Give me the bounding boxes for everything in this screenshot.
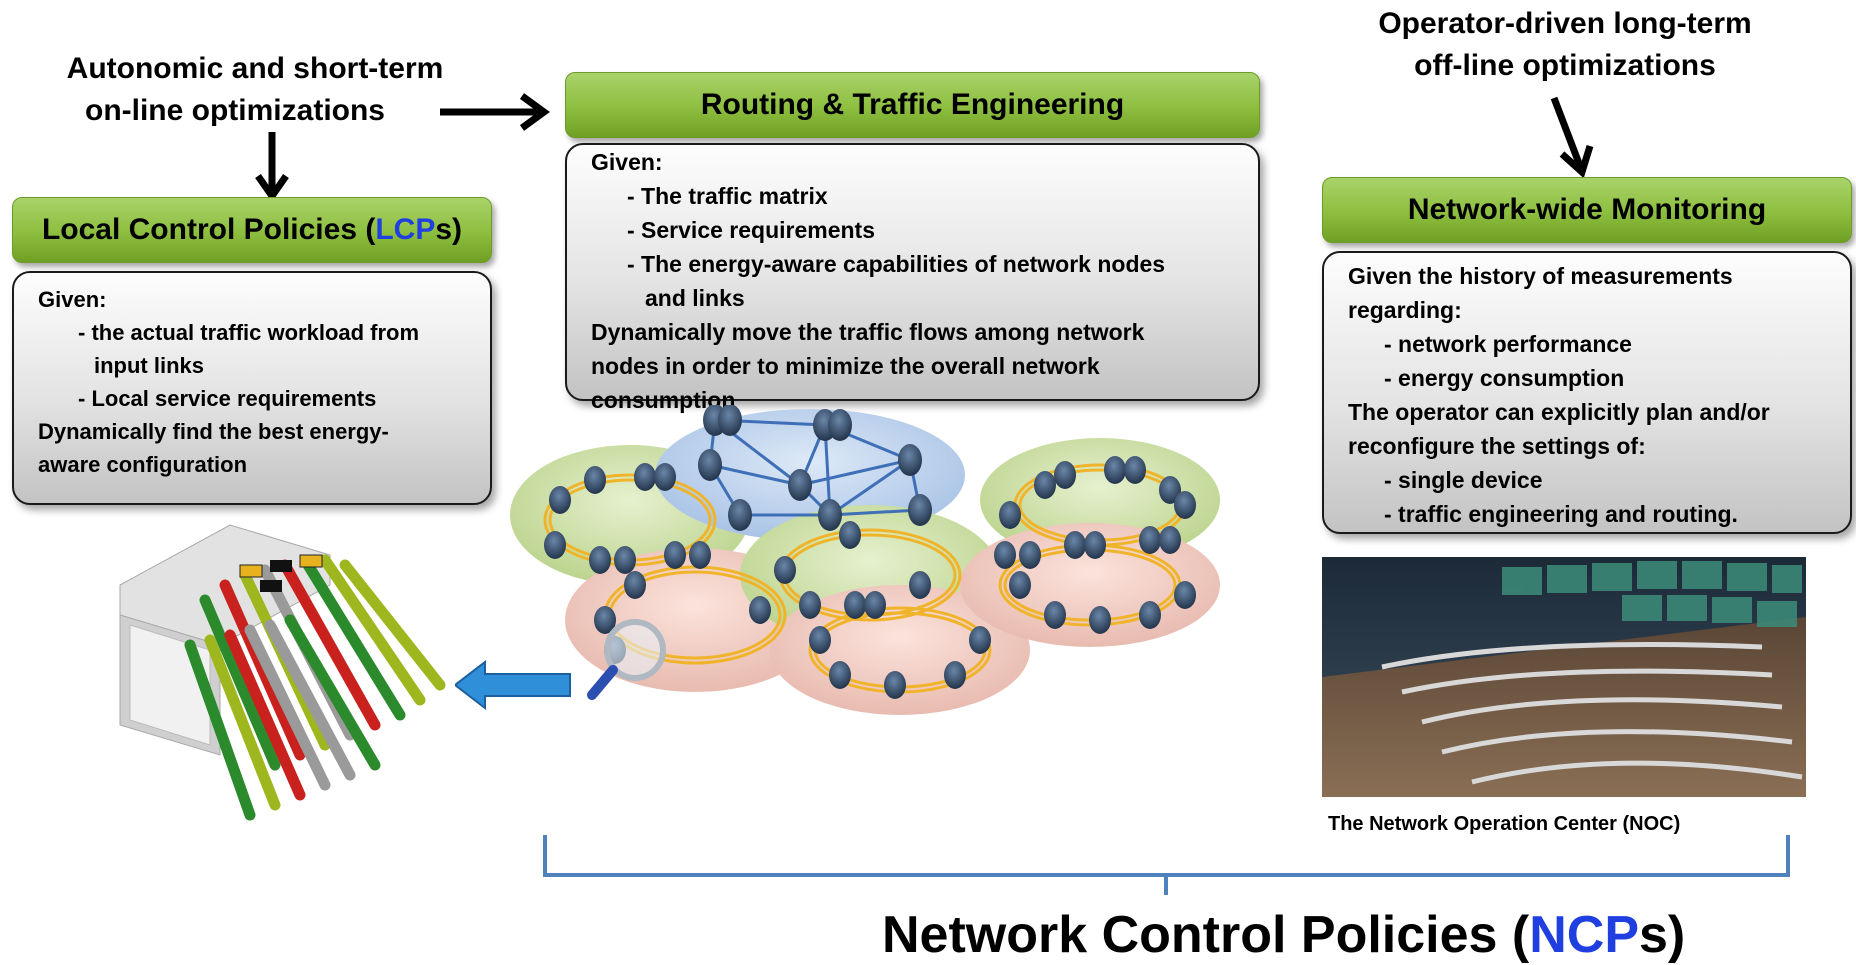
ncp-title-abbr: NCP (1529, 906, 1640, 964)
routing-given: Given: (591, 149, 663, 175)
autonomic-caption-line1: Autonomic and short-term (66, 52, 444, 85)
ncp-bracket (543, 835, 1790, 895)
routing-outcome: Dynamically move the traffic flows among… (591, 319, 1145, 345)
routing-outcome: nodes in order to minimize the overall n… (591, 353, 1100, 379)
autonomic-caption-line2: on-line optimizations (85, 94, 385, 127)
lcp-panel: Given: - the actual traffic workload fro… (12, 271, 492, 505)
magnifier-icon (587, 619, 666, 700)
operator-caption: Operator-driven long-term off-line optim… (1355, 3, 1775, 87)
routing-item: - The traffic matrix (627, 183, 828, 209)
operator-caption-line1: Operator-driven long-term (1378, 7, 1752, 40)
monitoring-item: - traffic engineering and routing. (1384, 501, 1738, 527)
monitoring-header: Network-wide Monitoring (1322, 177, 1852, 243)
lcp-item: - Local service requirements (78, 386, 377, 411)
ncp-title: Network Control Policies (NCPs) (882, 905, 1685, 965)
noc-caption: The Network Operation Center (NOC) (1328, 813, 1681, 835)
monitoring-intro: Given the history of measurements (1348, 263, 1733, 289)
lcp-given: Given: (38, 287, 107, 312)
ncp-title-post: s) (1639, 906, 1686, 964)
lcp-title-pre: Local Control Policies ( (41, 213, 376, 246)
routing-header: Routing & Traffic Engineering (565, 72, 1260, 138)
arrow-to-lcp (255, 132, 289, 202)
ncp-title-pre: Network Control Policies ( (882, 906, 1530, 964)
monitoring-item: - network performance (1384, 331, 1632, 357)
arrow-to-monitoring (1550, 96, 1594, 179)
lcp-title-abbr: LCP (375, 213, 436, 246)
monitoring-item: - single device (1384, 467, 1543, 493)
routing-item: - The energy-aware capabilities of netwo… (627, 251, 1166, 277)
monitoring-item: - energy consumption (1384, 365, 1625, 391)
network-topology-illustration (510, 405, 1220, 715)
lcp-item: input links (94, 353, 204, 378)
autonomic-caption: Autonomic and short-term on-line optimiz… (55, 48, 455, 132)
arrow-to-routing (440, 93, 550, 131)
lcp-outcome: Dynamically find the best energy- (38, 419, 389, 444)
operator-caption-line2: off-line optimizations (1414, 49, 1716, 82)
routing-title: Routing & Traffic Engineering (700, 88, 1125, 121)
lcp-title-post: s) (435, 213, 463, 246)
routing-panel: Given: - The traffic matrix - Service re… (565, 143, 1260, 413)
monitoring-middle: The operator can explicitly plan and/or (1348, 399, 1770, 425)
lcp-outcome: aware configuration (38, 452, 248, 477)
monitoring-intro: regarding: (1348, 297, 1462, 323)
noc-photo (1322, 557, 1806, 797)
routing-item: - Service requirements (627, 217, 876, 243)
lcp-item: - the actual traffic workload from (78, 320, 420, 345)
monitoring-title: Network-wide Monitoring (1407, 193, 1767, 226)
routing-item: and links (645, 285, 745, 311)
router-linecard-illustration (119, 524, 446, 821)
monitoring-middle: reconfigure the settings of: (1348, 433, 1646, 459)
monitoring-panel: Given the history of measurements regard… (1322, 251, 1852, 534)
lcp-header: Local Control Policies (LCPs) (12, 197, 492, 263)
zoom-arrow-icon (455, 660, 571, 710)
